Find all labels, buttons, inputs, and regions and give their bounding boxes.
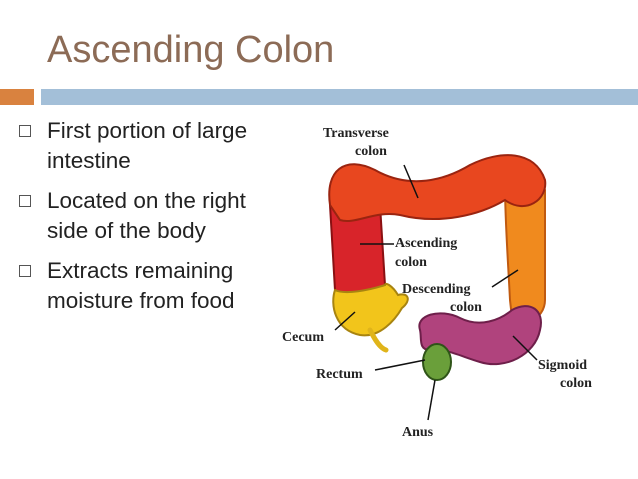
label-sigmoid: Sigmoid [538, 358, 587, 373]
sigmoid-leader-line [512, 335, 538, 361]
rectum-leader-line [374, 359, 426, 371]
bullet-text-line: intestine [47, 148, 131, 173]
label-cecum: Cecum [282, 330, 324, 345]
descending-leader-line [491, 269, 519, 288]
label-transverse-colon: colon [355, 144, 387, 159]
colon-diagram: Transverse colon Ascending colon Descend… [282, 126, 592, 440]
label-rectum: Rectum [316, 367, 363, 382]
bullet-text-line: side of the body [47, 218, 206, 243]
label-ascending-colon: colon [395, 255, 427, 270]
label-sigmoid-colon: colon [560, 376, 592, 391]
bullet-text-line: Extracts remaining [47, 258, 234, 283]
accent-bar-orange [0, 89, 34, 105]
anus-leader-line [427, 379, 436, 421]
cecum-shape [332, 282, 409, 337]
label-transverse: Transverse [323, 126, 389, 141]
bullet-item: Extracts remaining moisture from food [19, 256, 289, 316]
label-descending: Descending [402, 282, 470, 297]
bullet-text-line: moisture from food [47, 288, 235, 313]
appendix-shape [367, 327, 389, 353]
rectum-shape [422, 343, 452, 381]
label-descending-colon: colon [450, 300, 482, 315]
checkbox-bullet-icon [19, 195, 31, 207]
transverse-colon-shape [328, 154, 547, 222]
label-anus: Anus [402, 425, 434, 440]
slide-title: Ascending Colon [47, 29, 335, 71]
accent-bar-blue [41, 89, 638, 105]
bullet-text-line: Located on the right [47, 188, 246, 213]
checkbox-bullet-icon [19, 125, 31, 137]
cecum-leader-line [334, 311, 356, 331]
bullet-list: First portion of large intestine Located… [19, 116, 289, 326]
checkbox-bullet-icon [19, 265, 31, 277]
bullet-item: First portion of large intestine [19, 116, 289, 176]
transverse-leader-line [403, 164, 419, 199]
label-ascending: Ascending [395, 236, 457, 251]
bullet-text-line: First portion of large [47, 118, 248, 143]
bullet-item: Located on the right side of the body [19, 186, 289, 246]
